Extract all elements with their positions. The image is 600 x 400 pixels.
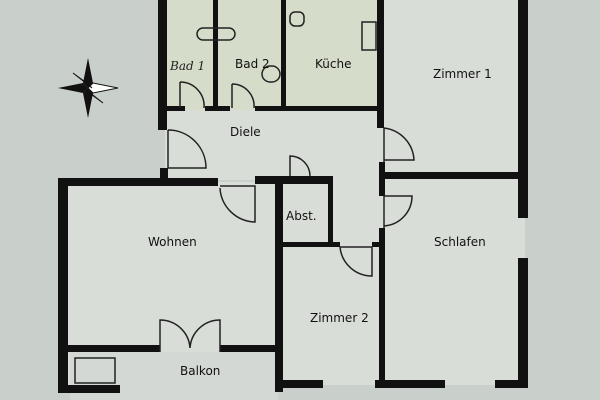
room-label-diele: Diele [230,125,261,139]
room-label-kueche: Küche [315,57,351,71]
room-label-zimmer1: Zimmer 1 [433,67,492,81]
room-label-bad2: Bad 2 [235,57,270,71]
wet-rooms-floor [165,0,380,110]
walls [58,0,528,393]
doors [74,11,415,384]
room-label-zimmer2: Zimmer 2 [310,311,369,325]
right-rooms-floor [380,0,525,385]
room-label-abst: Abst. [286,209,317,223]
room-label-balkon: Balkon [180,364,220,378]
room-label-wohnen: Wohnen [148,235,197,249]
diele-floor [165,110,380,180]
room-label-schlafen: Schlafen [434,235,486,249]
compass-rose-icon [58,58,119,118]
room-label-bad1: Bad 1 [169,59,205,73]
